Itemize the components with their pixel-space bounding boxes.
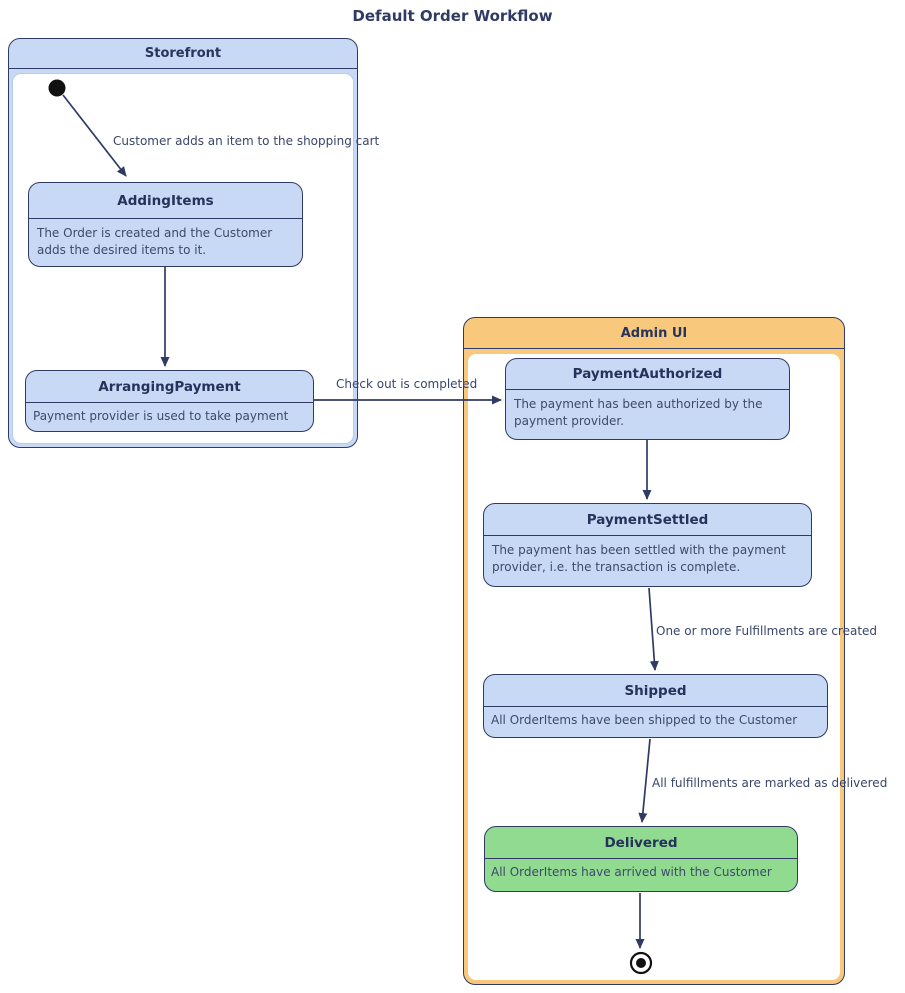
state-arranging-payment: ArrangingPayment Payment provider is use…	[25, 370, 314, 432]
transition-arrow-add-item	[62, 94, 127, 177]
state-shipped-description: All OrderItems have been shipped to the …	[491, 713, 798, 727]
state-payment-settled-description: The payment has been settled with the pa…	[492, 543, 786, 574]
transition-arrow-marked-delivered	[638, 738, 651, 823]
state-payment-authorized-title: PaymentAuthorized	[506, 359, 789, 390]
transition-label-marked-delivered: All fulfillments are marked as delivered	[652, 776, 888, 790]
transition-label-fulfillments: One or more Fulfillments are created	[656, 624, 878, 638]
transition-arrow-fulfillments	[648, 587, 659, 671]
diagram-title: Default Order Workflow	[352, 7, 553, 25]
state-payment-settled: PaymentSettled The payment has been sett…	[483, 503, 812, 587]
transition-label-checkout: Check out is completed	[336, 377, 478, 391]
final-state-dot-icon	[636, 958, 646, 968]
state-adding-items: AddingItems The Order is created and the…	[28, 182, 303, 267]
group-storefront-header: Storefront	[9, 39, 357, 69]
transition-label-add-item: Customer adds an item to the shopping ca…	[113, 134, 380, 148]
state-adding-items-title: AddingItems	[29, 183, 302, 219]
state-delivered-title: Delivered	[485, 827, 797, 859]
state-arranging-payment-title: ArrangingPayment	[26, 371, 313, 403]
state-delivered-description: All OrderItems have arrived with the Cus…	[491, 865, 772, 879]
state-shipped: Shipped All OrderItems have been shipped…	[483, 674, 828, 738]
state-delivered: Delivered All OrderItems have arrived wi…	[484, 826, 798, 892]
initial-state-icon	[48, 79, 66, 97]
group-admin-ui-header: Admin UI	[464, 318, 844, 349]
state-payment-authorized: PaymentAuthorized The payment has been a…	[505, 358, 790, 440]
state-payment-authorized-description: The payment has been authorized by the p…	[514, 397, 763, 428]
state-payment-settled-title: PaymentSettled	[484, 504, 811, 536]
state-adding-items-description: The Order is created and the Customer ad…	[37, 226, 273, 257]
state-shipped-title: Shipped	[484, 675, 827, 707]
state-arranging-payment-description: Payment provider is used to take payment	[33, 409, 289, 423]
